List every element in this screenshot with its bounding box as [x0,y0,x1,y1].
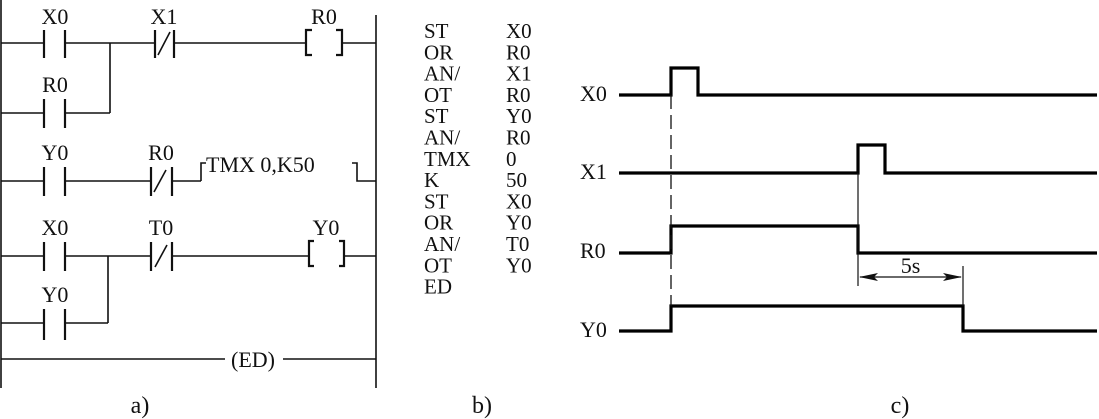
instruction-row: OR Y0 [424,211,532,235]
instruction-opcode: ST [424,19,449,43]
instruction-operand: R0 [506,83,531,107]
contact-label: X1 [151,4,178,29]
waveform-x0 [619,66,1097,97]
contact-label: R0 [148,140,174,165]
instruction-row: ST X0 [424,19,532,43]
arrowhead-left [859,273,878,281]
coil-label: R0 [311,4,337,29]
signal-label-r0: R0 [580,238,606,263]
caption-a: a) [131,393,150,419]
instruction-row: K 50 [424,168,527,192]
instruction-row: OR R0 [424,40,531,64]
instruction-operand: X1 [506,62,532,86]
instruction-operand: 0 [506,147,517,171]
rung-1: X0 X1 R0 R0 [1,4,376,128]
instruction-operand: 50 [506,168,527,192]
caption-c: c) [891,393,910,419]
end-instruction-label: (ED) [231,347,275,372]
waveform-y0 [619,304,1097,333]
instruction-operand: X0 [506,19,532,43]
instruction-row: OT R0 [424,83,531,107]
instruction-operand: T0 [506,232,529,256]
instruction-opcode: OT [424,83,452,107]
instruction-opcode: AN/ [424,232,460,256]
instruction-row: OT Y0 [424,253,532,277]
caption-b: b) [472,393,492,419]
instruction-row: AN/T0 [424,232,529,256]
signal-label-y0: Y0 [580,317,607,342]
instruction-opcode: ST [424,189,449,213]
instruction-row: ED [424,275,452,299]
signal-label-x0: X0 [580,81,607,106]
instruction-opcode: TMX [424,147,471,171]
instruction-opcode: AN/ [424,62,460,86]
instruction-row: AN/R0 [424,126,531,150]
timer-label: TMX 0,K50 [206,152,315,177]
instruction-opcode: OT [424,253,452,277]
instruction-opcode: ED [424,275,452,299]
instruction-operand: Y0 [506,104,532,128]
instruction-operand: R0 [506,40,531,64]
instruction-opcode: OR [424,40,453,64]
branch-contact-label: R0 [42,72,68,97]
instruction-operand: Y0 [506,211,532,235]
rung-end: (ED) [1,347,376,372]
instruction-row: ST X0 [424,189,532,213]
instruction-operand: X0 [506,189,532,213]
contact-label: X0 [42,4,69,29]
contact-label: Y0 [42,140,69,165]
rung-2: Y0 R0 TMX 0,K50 [1,140,376,196]
ladder-diagram: X0 X1 R0 R0 Y0 [0,0,377,419]
instruction-row: TMX 0 [424,147,517,171]
signal-label-x1: X1 [580,159,607,184]
waveform-x1 [619,143,1097,175]
branch-contact-label: Y0 [42,282,69,307]
instruction-opcode: ST [424,104,449,128]
instruction-row: ST Y0 [424,104,532,128]
instruction-operand: R0 [506,126,531,150]
instruction-row: AN/X1 [424,62,532,86]
instruction-opcode: OR [424,211,453,235]
coil-label: Y0 [313,215,340,240]
contact-label: T0 [149,215,173,240]
waveform-r0 [619,224,1097,255]
rung-3: X0 T0 Y0 Y0 [1,215,376,340]
contact-label: X0 [42,215,69,240]
dimension-label: 5s [901,253,921,278]
arrowhead-right [943,273,962,281]
instruction-opcode: K [424,168,439,192]
instruction-opcode: AN/ [424,126,460,150]
instruction-operand: Y0 [506,253,532,277]
